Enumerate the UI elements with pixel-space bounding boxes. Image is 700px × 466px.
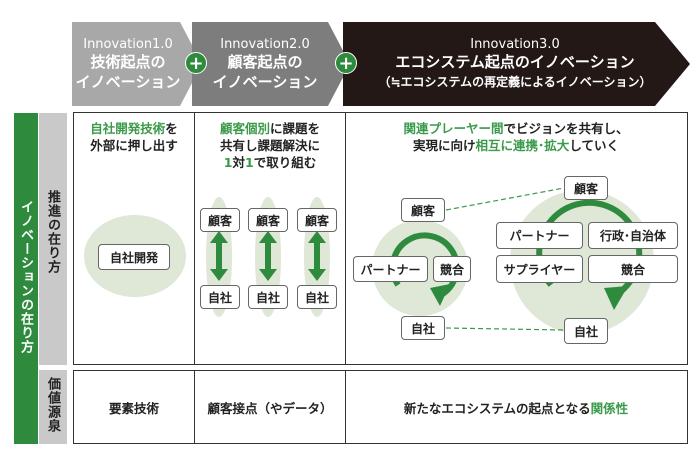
col3-value: 新たなエコシステムの起点となる関係性	[403, 401, 629, 416]
cell-2-value	[194, 370, 346, 444]
right-government-box: 行政･自治体	[588, 222, 678, 249]
stage3-jp1: エコシステム起点のイノベーション	[395, 52, 635, 71]
stage1-en: Innovation1.0	[83, 36, 173, 52]
col2-value: 顧客接点（やデータ）	[207, 401, 333, 416]
right-customer-box: 顧客	[564, 176, 608, 200]
col1-value: 要素技術	[108, 401, 159, 416]
col2-self-box: 自社	[248, 285, 288, 309]
stage2-en: Innovation2.0	[220, 36, 310, 52]
side-row2-label: 価値源泉	[45, 377, 60, 433]
header-arrows	[72, 22, 690, 106]
col3-description: 関連プレーヤー間でビジョンを共有し、 実現に向け相互に連携･拡大していく	[403, 121, 629, 153]
stage1-jp2: イノベーション	[75, 72, 181, 91]
plus-icon: +	[185, 52, 207, 74]
stage3-jp2: （≒エコシステムの再定義によるイノベーション）	[378, 74, 652, 89]
col2-description: 顧客個別に課題を 共有し課題解決に 1対1で取り組む	[219, 121, 321, 170]
stage1-label: Innovation1.0 技術起点の イノベーション	[72, 22, 184, 106]
col2-customer-box: 顧客	[200, 208, 240, 232]
left-customer-box: 顧客	[401, 198, 445, 222]
side-main-bar	[14, 113, 38, 444]
plus-icon: +	[335, 52, 357, 74]
right-supplier-box: サプライヤー	[496, 255, 583, 283]
dashed-connector	[445, 327, 565, 331]
dashed-connector	[445, 187, 565, 211]
stage2-arrow	[192, 22, 350, 106]
stage1-jp1: 技術起点の	[90, 52, 166, 71]
col2-customer-box: 顧客	[297, 208, 337, 232]
left-partner-box: パートナー	[353, 256, 428, 282]
col1-description: 自社開発技術を外部に押し出す	[90, 121, 178, 153]
col2-self-box: 自社	[297, 285, 337, 309]
right-self-box: 自社	[564, 318, 608, 344]
side-row1-bar	[39, 113, 67, 365]
stage3-en: Innovation3.0	[470, 36, 560, 52]
col1-box-self-dev: 自社開発	[98, 244, 170, 270]
stage2-jp1: 顧客起点の	[227, 52, 303, 71]
bidirectional-arrow-icon	[308, 231, 326, 281]
bidirectional-arrow-icon	[210, 231, 228, 281]
right-partner-box: パートナー	[496, 222, 583, 249]
col2-customer-box: 顧客	[248, 208, 288, 232]
stage3-label: Innovation3.0 エコシステム起点のイノベーション （≒エコシステムの…	[355, 22, 675, 106]
cell-3-value	[345, 370, 688, 444]
col2-self-box: 自社	[200, 285, 240, 309]
stage2-jp2: イノベーション	[212, 72, 318, 91]
bidirectional-arrow-icon	[259, 231, 277, 281]
side-main-label: イノベーションの在り方	[18, 200, 33, 354]
left-competitor-box: 競合	[433, 256, 471, 282]
stage3-arrow	[343, 22, 690, 106]
side-row1-label: 推進の在り方	[45, 190, 60, 274]
side-row2-bar	[39, 370, 67, 444]
stage1-arrow	[72, 22, 202, 106]
left-self-box: 自社	[401, 316, 445, 340]
right-competitor-box: 競合	[588, 255, 678, 283]
stage2-label: Innovation2.0 顧客起点の イノベーション	[205, 22, 325, 106]
